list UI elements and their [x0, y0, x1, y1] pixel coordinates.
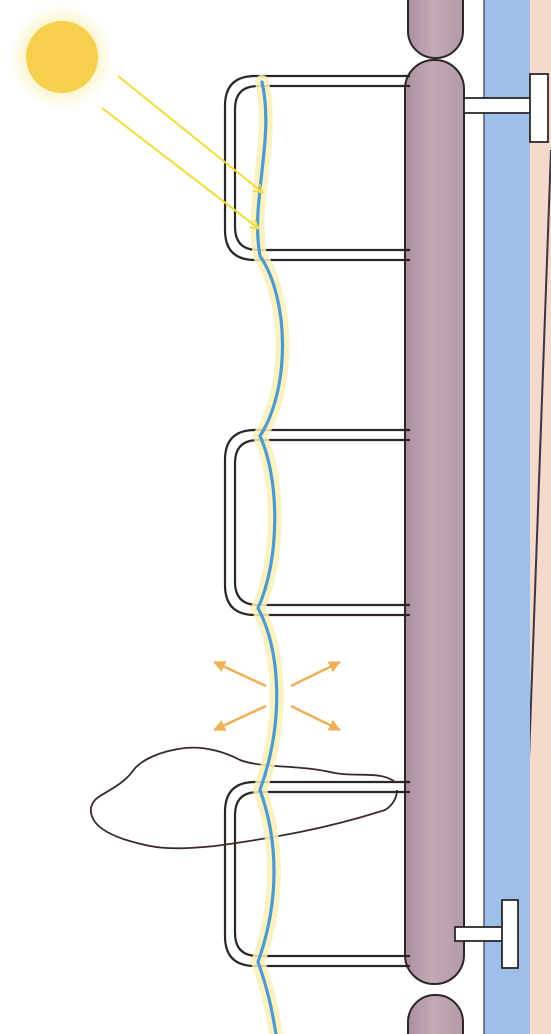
glass-facade: [484, 0, 530, 1034]
sun: [7, 2, 117, 112]
membrane-glow: [258, 82, 283, 1034]
bracket-3: [225, 782, 410, 966]
rail-bottom-stub: [408, 995, 463, 1034]
anchor-pin-bottom-rod: [455, 927, 505, 941]
heat-arrow-up-left: [214, 662, 266, 686]
heat-arrow-up-right: [291, 662, 340, 686]
anchor-pin-top-plate: [530, 74, 548, 142]
incoming-sun-rays: [102, 76, 262, 228]
rail-main: [405, 60, 464, 984]
person-silhouette: [91, 748, 397, 849]
rail-top-stub: [408, 0, 463, 58]
bracket-2: [225, 430, 410, 615]
anchor-pin-top-rod: [464, 98, 532, 113]
heat-arrow-down-right: [291, 706, 340, 730]
anchor-pin-bottom-plate: [502, 900, 518, 968]
sun-icon: [26, 21, 98, 93]
vertical-support-rail: [405, 0, 464, 1034]
heat-arrow-down-left: [214, 706, 266, 730]
wall-section: [484, 0, 551, 1034]
wavy-shading-membrane: [258, 82, 283, 1034]
